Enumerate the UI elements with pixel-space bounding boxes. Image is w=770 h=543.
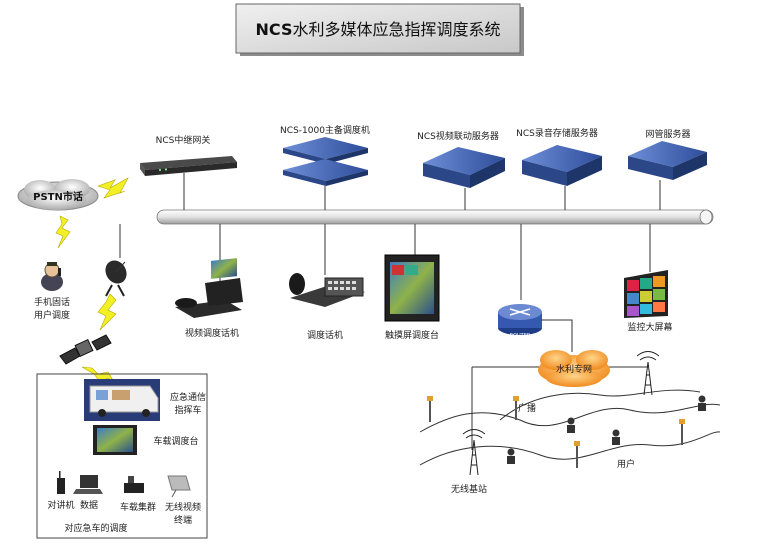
water-network-cloud — [538, 350, 610, 387]
data-label: 数据 — [80, 499, 98, 511]
mobile-user-figure — [41, 262, 63, 291]
wireless-video-label-line1: 无线视频 — [165, 501, 201, 513]
laptop-icon — [73, 475, 103, 494]
broadcast-post-heads — [427, 396, 685, 446]
recording-server — [522, 145, 602, 186]
command-vehicle-label-line1: 应急通信 — [170, 391, 206, 403]
title-box: NCS水利多媒体应急指挥调度系统 — [235, 3, 524, 56]
user-label: 用户 — [617, 458, 635, 470]
pstn-label: PSTN市话 — [33, 190, 83, 203]
wireless-video-label-line2: 终端 — [174, 514, 192, 526]
video-phone-icon — [175, 258, 243, 318]
mobile-user-label-line1: 手机固话 — [34, 296, 70, 308]
vehicle-dispatch-caption: 对应急车的调度 — [64, 522, 127, 534]
wireless-base-label: 无线基站 — [451, 483, 487, 495]
main-dispatcher-servers — [283, 137, 368, 186]
water-network-label: 水利专网 — [556, 363, 592, 375]
router-icon — [498, 304, 542, 335]
router-links — [471, 319, 648, 450]
gateway-label: NCS中继网关 — [156, 134, 211, 146]
pstn-cloud — [17, 179, 99, 211]
network-bus — [156, 209, 714, 225]
dispatch-phone-icon — [289, 273, 365, 307]
page-title: NCS水利多媒体应急指挥调度系统 — [256, 20, 501, 39]
network-mgmt-server-label: 网管服务器 — [645, 128, 690, 140]
monitor-screen-label: 监控大屏幕 — [627, 321, 672, 333]
video-link-server-label: NCS视频联动服务器 — [417, 130, 499, 142]
walkie-talkie-icon — [57, 471, 65, 494]
command-vehicle-label-line2: 指挥车 — [174, 404, 201, 416]
touch-console-icon — [384, 254, 440, 322]
lightning-bolts — [55, 177, 129, 386]
gateway-device — [140, 156, 237, 176]
monitor-screen-icon — [624, 270, 668, 318]
walkie-talkie-label: 对讲机 — [47, 499, 74, 511]
mobile-user-label-line2: 用户调度 — [34, 309, 70, 321]
network-mgmt-server — [628, 141, 707, 180]
wireless-video-icon — [167, 475, 191, 498]
field-users — [507, 395, 706, 464]
tower-icons — [462, 351, 660, 476]
vehicle-cluster-label: 车载集群 — [120, 501, 156, 513]
satellite-icon — [59, 334, 112, 365]
router-label: ROUTER — [510, 333, 531, 339]
command-vehicle-icon — [84, 379, 160, 421]
satellite-dish-icon — [105, 260, 127, 297]
vehicle-dispatch-box — [36, 373, 208, 539]
bus-connectors — [119, 173, 661, 300]
recording-server-label: NCS录音存储服务器 — [516, 127, 598, 139]
broadcast-label: 广播 — [518, 402, 536, 414]
vehicle-console-icon — [93, 425, 137, 455]
dispatch-phone-label: 调度话机 — [307, 329, 343, 341]
broadcast-posts — [429, 400, 683, 468]
touch-console-label: 触摸屏调度台 — [385, 329, 439, 341]
video-phone-label: 视频调度话机 — [185, 327, 239, 339]
main-dispatcher-label: NCS-1000主备调度机 — [280, 124, 370, 136]
vehicle-console-label: 车载调度台 — [153, 435, 198, 447]
vehicle-cluster-icon — [124, 476, 144, 493]
video-link-server — [423, 147, 505, 188]
